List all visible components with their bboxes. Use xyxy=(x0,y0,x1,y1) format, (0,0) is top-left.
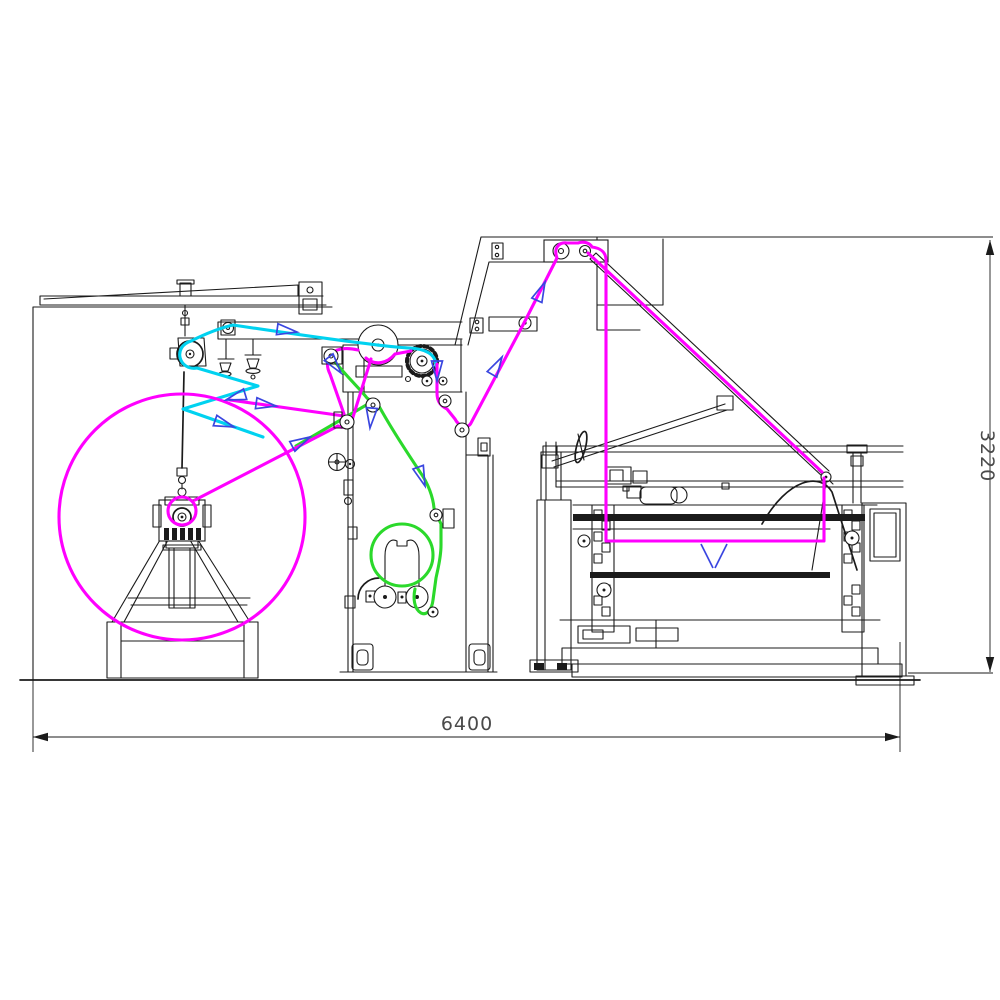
right-rack xyxy=(841,504,865,633)
left-column xyxy=(536,499,572,671)
flow-arrows xyxy=(212,279,728,569)
empty-core-circle xyxy=(166,495,198,527)
cloth-drop-arrow xyxy=(700,543,728,569)
lower-roller-bar xyxy=(590,572,830,578)
cable-swivel xyxy=(176,467,188,477)
hoist-cable-assembly xyxy=(176,304,190,497)
right-end-panel xyxy=(861,502,907,677)
folding-arm xyxy=(589,252,834,571)
table-roller-bar xyxy=(573,514,865,521)
batch-winder xyxy=(357,539,429,609)
carriage xyxy=(639,486,678,505)
width-dimension-label: 6400 xyxy=(441,713,493,735)
web-path-main xyxy=(57,240,826,642)
machine-foot xyxy=(468,643,491,671)
height-dimension-label: 3220 xyxy=(976,430,998,482)
batch-roll-circle xyxy=(369,522,435,588)
left-rack xyxy=(577,504,615,633)
cloth-guide-lever xyxy=(761,480,858,571)
crane-arm xyxy=(39,279,327,315)
machine-foot xyxy=(351,643,374,671)
inspection-machine xyxy=(529,444,915,686)
arm-post xyxy=(179,282,192,297)
arm-support-rod xyxy=(541,395,734,501)
left-guard-wall xyxy=(32,306,333,681)
dimension-height: 3220 xyxy=(597,236,998,674)
middle-frame xyxy=(327,391,498,673)
thread-up-tower xyxy=(454,236,664,346)
full-roll-circle xyxy=(57,392,307,642)
web-path-alternate xyxy=(178,323,438,439)
unwind-stand xyxy=(106,496,259,679)
dimension-width: 6400 xyxy=(32,642,901,752)
roll-chuck-gearbox xyxy=(152,496,212,549)
stand-column xyxy=(168,547,196,609)
